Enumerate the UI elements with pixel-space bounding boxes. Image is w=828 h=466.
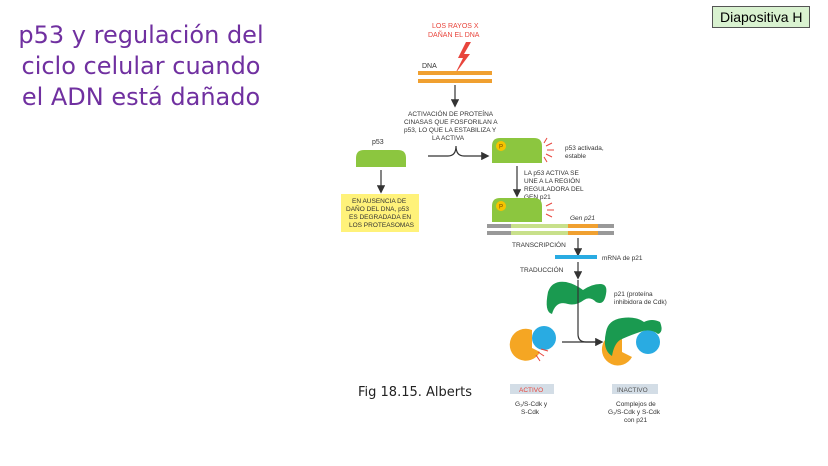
active-status-label: ACTIVO bbox=[519, 387, 543, 394]
title-line: el ADN está dañado bbox=[21, 83, 261, 111]
no-damage-text: EN AUSENCIA DE DAÑO DEL DNA, p53 ES DEGR… bbox=[346, 198, 415, 229]
inactive-status-label: INACTIVO bbox=[617, 387, 648, 394]
p21-bound-protein bbox=[604, 317, 662, 356]
gene-dna-bottom-left bbox=[487, 231, 511, 235]
gene-regulatory-top bbox=[511, 224, 568, 228]
dna-label: DNA bbox=[422, 63, 437, 70]
activation-rays-icon bbox=[543, 137, 554, 163]
translation-label: TRADUCCIÓN bbox=[520, 265, 564, 274]
active-rays-icon bbox=[535, 348, 549, 362]
phosphate-group bbox=[496, 201, 506, 211]
p53-label: p53 bbox=[372, 139, 384, 146]
cyclin-subunit bbox=[509, 328, 540, 361]
binding-label: LA p53 ACTIVA SE UNE A LA REGIÓN REGULAD… bbox=[524, 170, 585, 201]
p53-active-label: p53 activada, estable bbox=[565, 145, 605, 160]
gene-dna-bottom-right bbox=[598, 231, 614, 235]
dna-strand-top bbox=[418, 71, 492, 75]
gene-dna-top-left bbox=[487, 224, 511, 228]
lightning-bolt-icon bbox=[455, 42, 471, 74]
p53-protein bbox=[356, 150, 406, 167]
gene-label: Gen p21 bbox=[570, 215, 595, 222]
xray-label: LOS RAYOS X DAÑAN EL DNA bbox=[428, 23, 481, 39]
cdk-subunit bbox=[636, 330, 660, 354]
title-line: p53 y regulación del bbox=[18, 21, 264, 49]
title-line: ciclo celular cuando bbox=[21, 52, 261, 80]
inactive-complex-label: Complejos de G₁/S-Cdk y S-Cdk con p21 bbox=[608, 401, 662, 424]
activation-rays-icon bbox=[545, 202, 554, 218]
transcription-label: TRANSCRIPCIÓN bbox=[512, 240, 566, 249]
activation-label: ACTIVACIÓN DE PROTEÍNA CINASAS QUE FOSFO… bbox=[404, 109, 499, 142]
mrna-strand bbox=[555, 255, 597, 259]
dna-strand-bottom bbox=[418, 79, 492, 83]
p21-protein bbox=[546, 281, 607, 314]
slide-badge: Diapositiva H bbox=[712, 6, 811, 28]
gene-dna-top-right bbox=[598, 224, 614, 228]
mrna-label: mRNA de p21 bbox=[602, 255, 643, 262]
gene-regulatory-bottom bbox=[511, 231, 568, 235]
active-status-box bbox=[510, 384, 554, 394]
phosphate-symbol: P bbox=[499, 145, 503, 151]
figure-caption: Fig 18.15. Alberts bbox=[358, 385, 472, 400]
phosphate-symbol: P bbox=[499, 205, 503, 211]
p21-label: p21 (proteína inhibidora de Cdk) bbox=[614, 291, 667, 306]
no-damage-box bbox=[341, 194, 419, 232]
phosphate-group bbox=[496, 141, 506, 151]
gene-coding-bottom bbox=[568, 231, 598, 235]
slide-title: p53 y regulación del ciclo celular cuand… bbox=[10, 20, 272, 113]
activation-arrow bbox=[428, 145, 490, 161]
inactive-status-box bbox=[612, 384, 658, 394]
active-complex-label: G₁/S-Cdk y S-Cdk bbox=[515, 401, 549, 416]
cdk-subunit bbox=[532, 326, 556, 350]
gene-coding-top bbox=[568, 224, 598, 228]
